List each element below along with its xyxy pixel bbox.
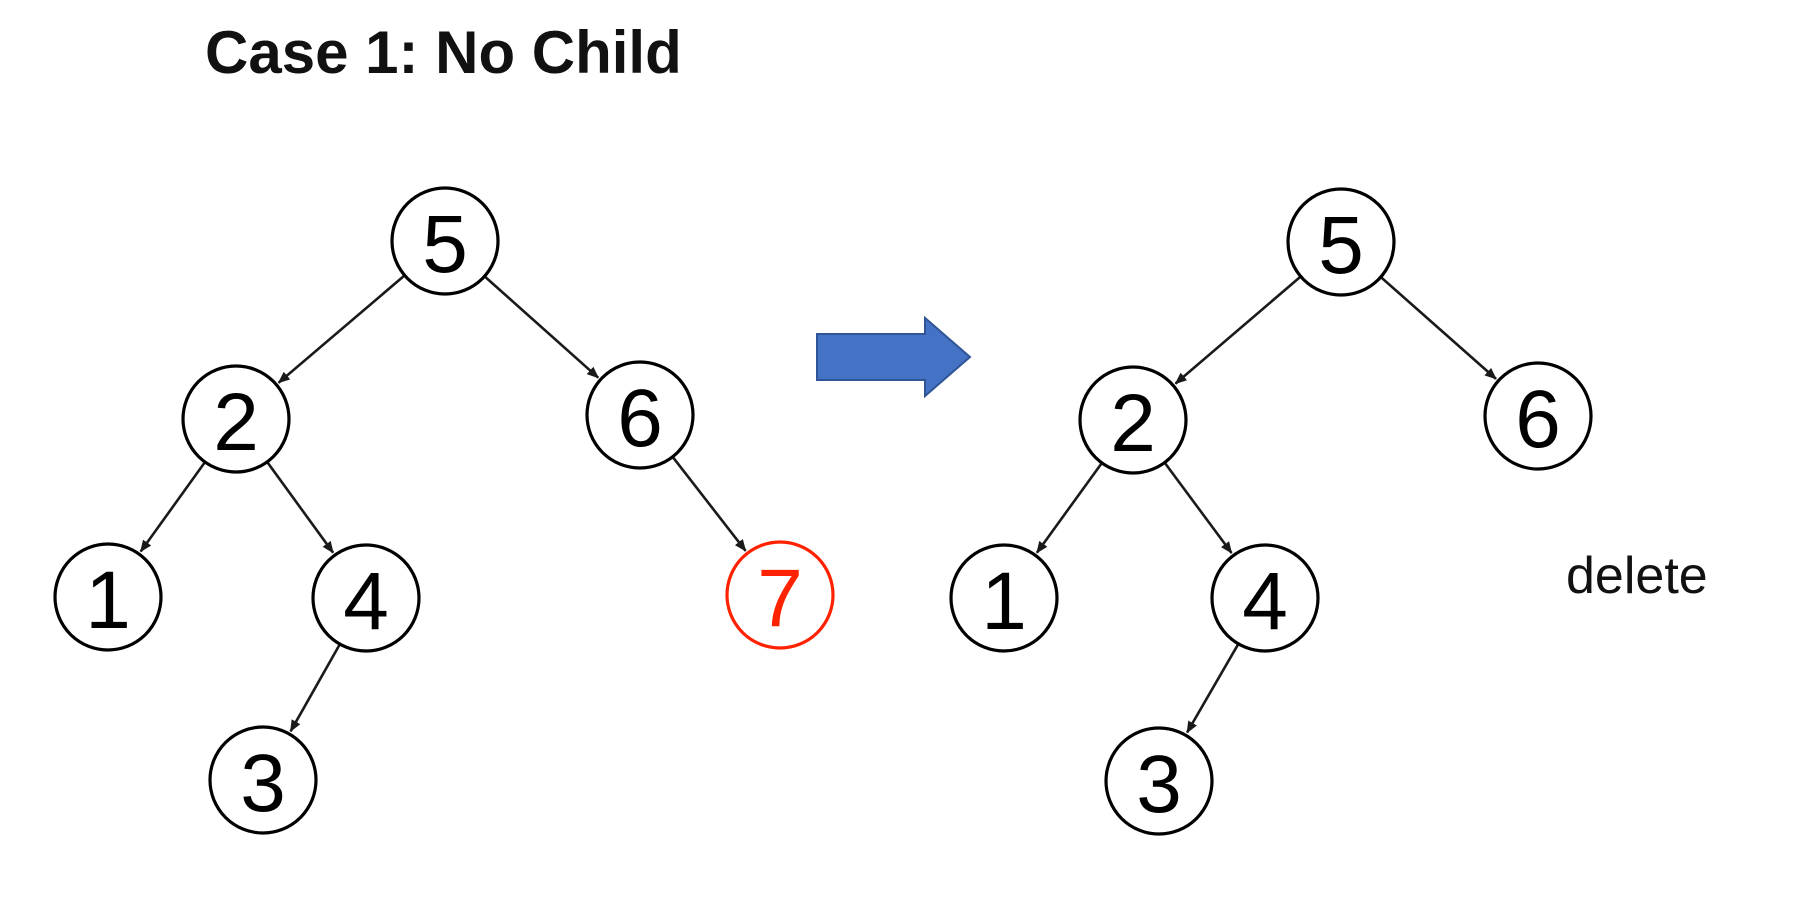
tree-after-node-2 xyxy=(1078,365,1188,475)
tree-before-edge-2-1 xyxy=(139,462,206,553)
tree-after-node-4 xyxy=(1210,543,1320,653)
tree-after-edge-4-3 xyxy=(1185,644,1240,734)
tree-before-edge-6-7 xyxy=(672,456,747,552)
tree-after-edge-2-1 xyxy=(1035,462,1103,554)
tree-after-node-1 xyxy=(949,543,1059,653)
tree-before-edge-4-3 xyxy=(289,644,341,733)
delete-label: delete xyxy=(1566,547,1708,605)
tree-before-edge-5-2 xyxy=(277,275,405,384)
tree-before-node-2-value: 2 xyxy=(213,377,259,468)
tree-before: 5 2 6 1 43 7 xyxy=(53,186,835,835)
tree-before-edge-5-6 xyxy=(484,276,600,379)
tree-before-node-1 xyxy=(53,542,163,652)
tree-after-node-3-value: 3 xyxy=(1136,739,1182,830)
tree-before-node-5 xyxy=(390,186,500,296)
tree-before-node-1-value: 1 xyxy=(85,555,131,646)
tree-after-node-3 xyxy=(1104,726,1214,836)
tree-after-node-4-value: 4 xyxy=(1242,556,1288,647)
tree-before-edge-2-4 xyxy=(266,461,335,554)
right-arrow-icon xyxy=(816,315,972,399)
tree-before-node-7 xyxy=(725,540,835,650)
tree-after-edge-5-2 xyxy=(1174,276,1301,385)
tree-before-node-5-value: 5 xyxy=(422,199,468,290)
tree-after-node-1-value: 1 xyxy=(981,556,1027,647)
tree-before-node-3-value: 3 xyxy=(240,738,286,829)
tree-after-node-5 xyxy=(1286,187,1396,297)
tree-after: 5 2 6 1 4 3 xyxy=(949,187,1593,836)
tree-after-node-6 xyxy=(1483,361,1593,471)
tree-before-node-3 xyxy=(208,725,318,835)
tree-after-edge-2-4 xyxy=(1164,462,1233,554)
tree-after-node-6-value: 6 xyxy=(1515,374,1561,465)
slide-title: Case 1: No Child xyxy=(205,19,682,86)
tree-before-node-6-value: 6 xyxy=(617,373,663,464)
tree-before-node-4-value: 4 xyxy=(343,556,389,647)
tree-before-node-2 xyxy=(181,364,291,474)
tree-before-node-6 xyxy=(585,360,695,470)
tree-before-node-4 xyxy=(311,543,421,653)
tree-after-edge-5-6 xyxy=(1380,276,1497,380)
tree-before-node-7-value: 7 xyxy=(757,553,803,644)
tree-after-node-2-value: 2 xyxy=(1110,378,1156,469)
tree-after-node-5-value: 5 xyxy=(1318,200,1364,291)
